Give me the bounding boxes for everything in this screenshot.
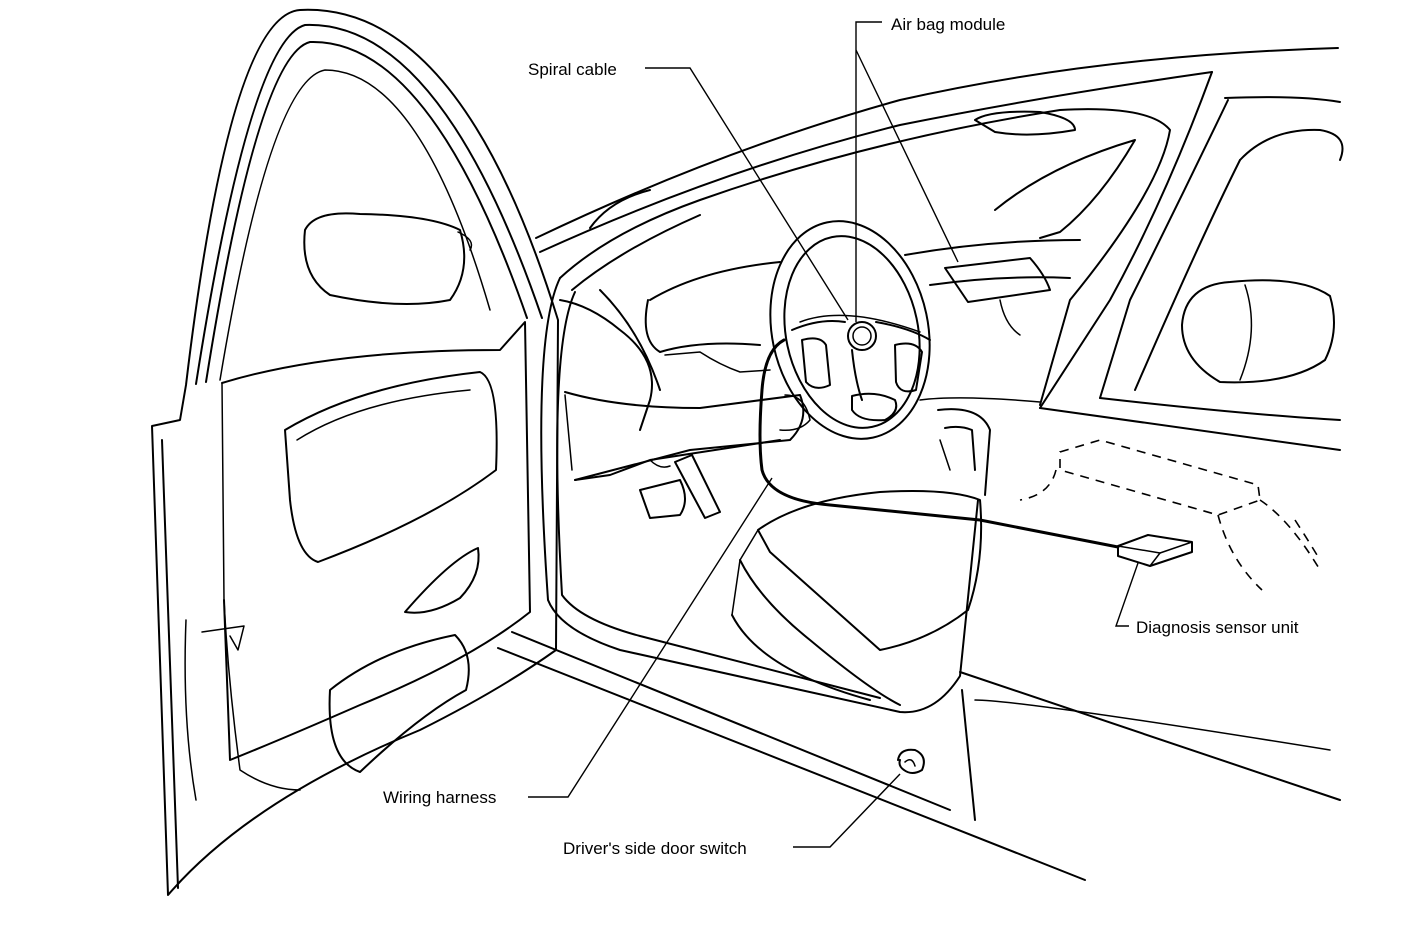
label-diagnosis-sensor-unit: Diagnosis sensor unit bbox=[1136, 618, 1299, 637]
sensor-unit-area bbox=[1019, 439, 1321, 591]
passenger-air-bag-module bbox=[944, 257, 1051, 336]
leader-wiring-harness bbox=[528, 477, 773, 798]
car-body bbox=[497, 47, 1344, 881]
labels: Air bag module Spiral cable Diagnosis se… bbox=[383, 15, 1299, 858]
label-wiring-harness: Wiring harness bbox=[383, 788, 496, 807]
leader-diagnosis-sensor-unit bbox=[1115, 562, 1139, 627]
wiring-harness bbox=[758, 338, 1120, 549]
interior bbox=[559, 110, 1136, 519]
label-drivers-side-door-switch: Driver's side door switch bbox=[563, 839, 747, 858]
leader-air-bag-module bbox=[855, 21, 882, 322]
leader-lines bbox=[528, 21, 1139, 848]
label-air-bag-module: Air bag module bbox=[891, 15, 1005, 34]
driver-seat bbox=[731, 490, 983, 706]
leader-drivers-side-door-switch bbox=[793, 773, 901, 848]
leader-spiral-cable bbox=[645, 67, 849, 321]
door-switch bbox=[897, 748, 925, 774]
open-door bbox=[151, 8, 559, 896]
steering-wheel bbox=[769, 220, 931, 440]
label-spiral-cable: Spiral cable bbox=[528, 60, 617, 79]
